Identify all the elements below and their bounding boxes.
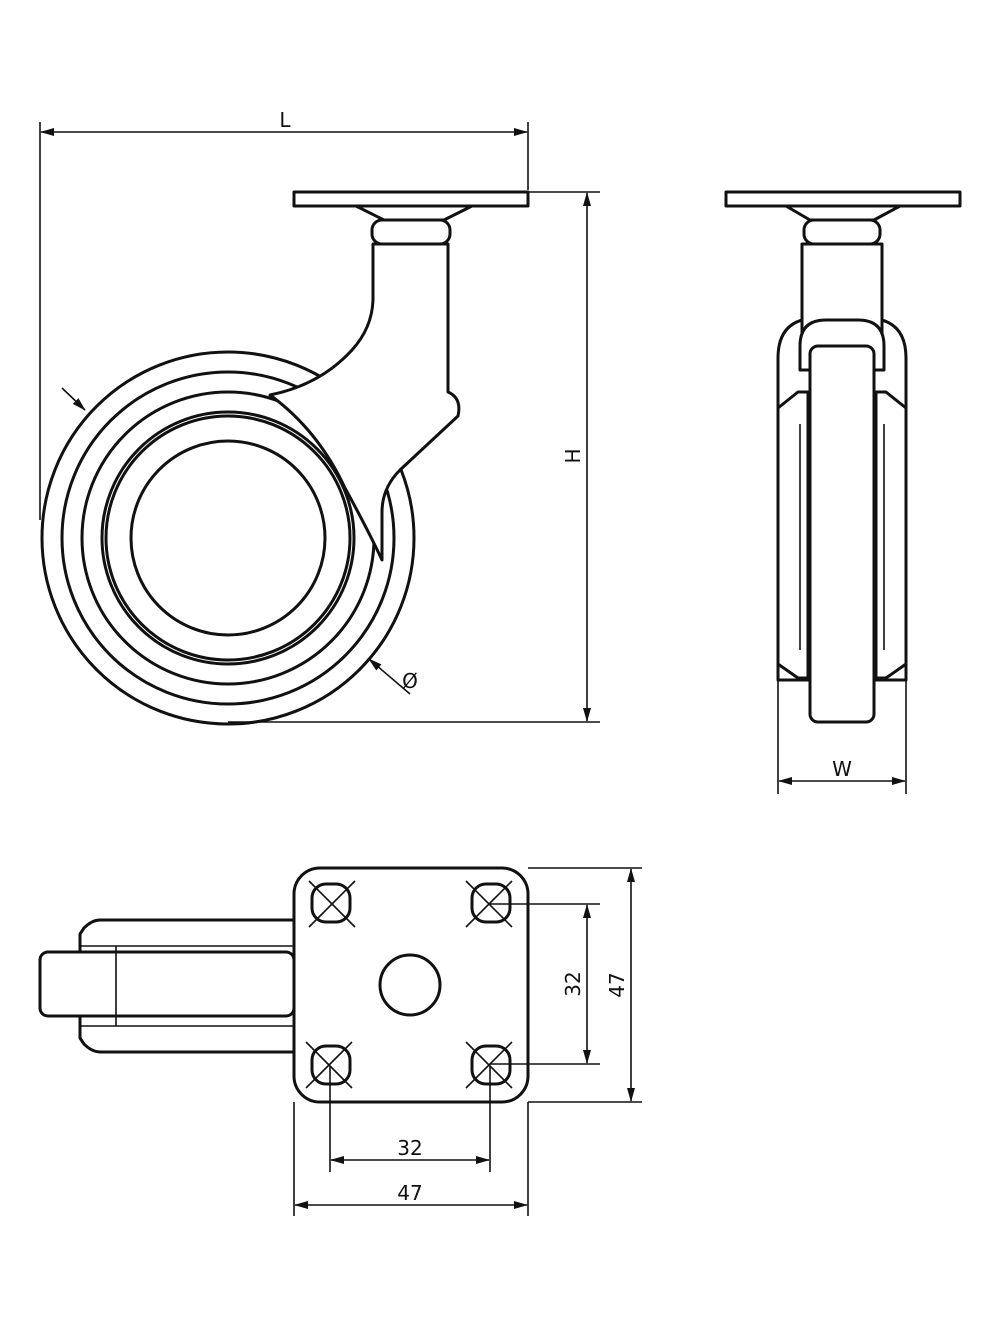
front-fork-band-left bbox=[776, 390, 810, 680]
dim-hole-spacing-horizontal-label: 32 bbox=[397, 1136, 422, 1160]
dim-diameter-label: Ø bbox=[402, 669, 418, 693]
dim-w-label: W bbox=[832, 757, 852, 781]
dim-l-label: L bbox=[279, 108, 291, 132]
front-wheel bbox=[808, 344, 876, 724]
dim-plate-height-label: 47 bbox=[605, 972, 629, 997]
dim-diameter-leader-bottom bbox=[368, 658, 411, 695]
bolt-hole-bottom-right bbox=[465, 1041, 513, 1089]
dim-plate-width-label: 47 bbox=[397, 1181, 422, 1205]
front-view: W bbox=[724, 190, 962, 794]
side-swivel-cone bbox=[354, 204, 474, 222]
side-top-plate bbox=[292, 190, 530, 208]
front-kingpin-collar bbox=[802, 218, 882, 246]
bolt-hole-top-left bbox=[308, 880, 356, 928]
front-top-plate bbox=[724, 190, 962, 208]
side-fork-arm bbox=[268, 242, 461, 562]
bolt-hole-bottom-left bbox=[305, 1041, 353, 1089]
side-view: L H Ø bbox=[39, 108, 600, 726]
dim-hole-spacing-vertical-label: 32 bbox=[561, 971, 585, 996]
front-swivel-cone bbox=[784, 204, 902, 222]
mounting-plate bbox=[292, 866, 530, 1104]
plate-view: 32 47 32 47 bbox=[38, 866, 642, 1216]
center-hole bbox=[378, 953, 442, 1017]
plate-view-wheel bbox=[38, 950, 296, 1018]
front-fork-band-right bbox=[874, 390, 908, 680]
side-kingpin-collar bbox=[370, 218, 452, 246]
bolt-hole-top-right bbox=[465, 880, 513, 928]
dim-h-label: H bbox=[561, 448, 585, 463]
dim-diameter-leader-top bbox=[61, 387, 86, 411]
